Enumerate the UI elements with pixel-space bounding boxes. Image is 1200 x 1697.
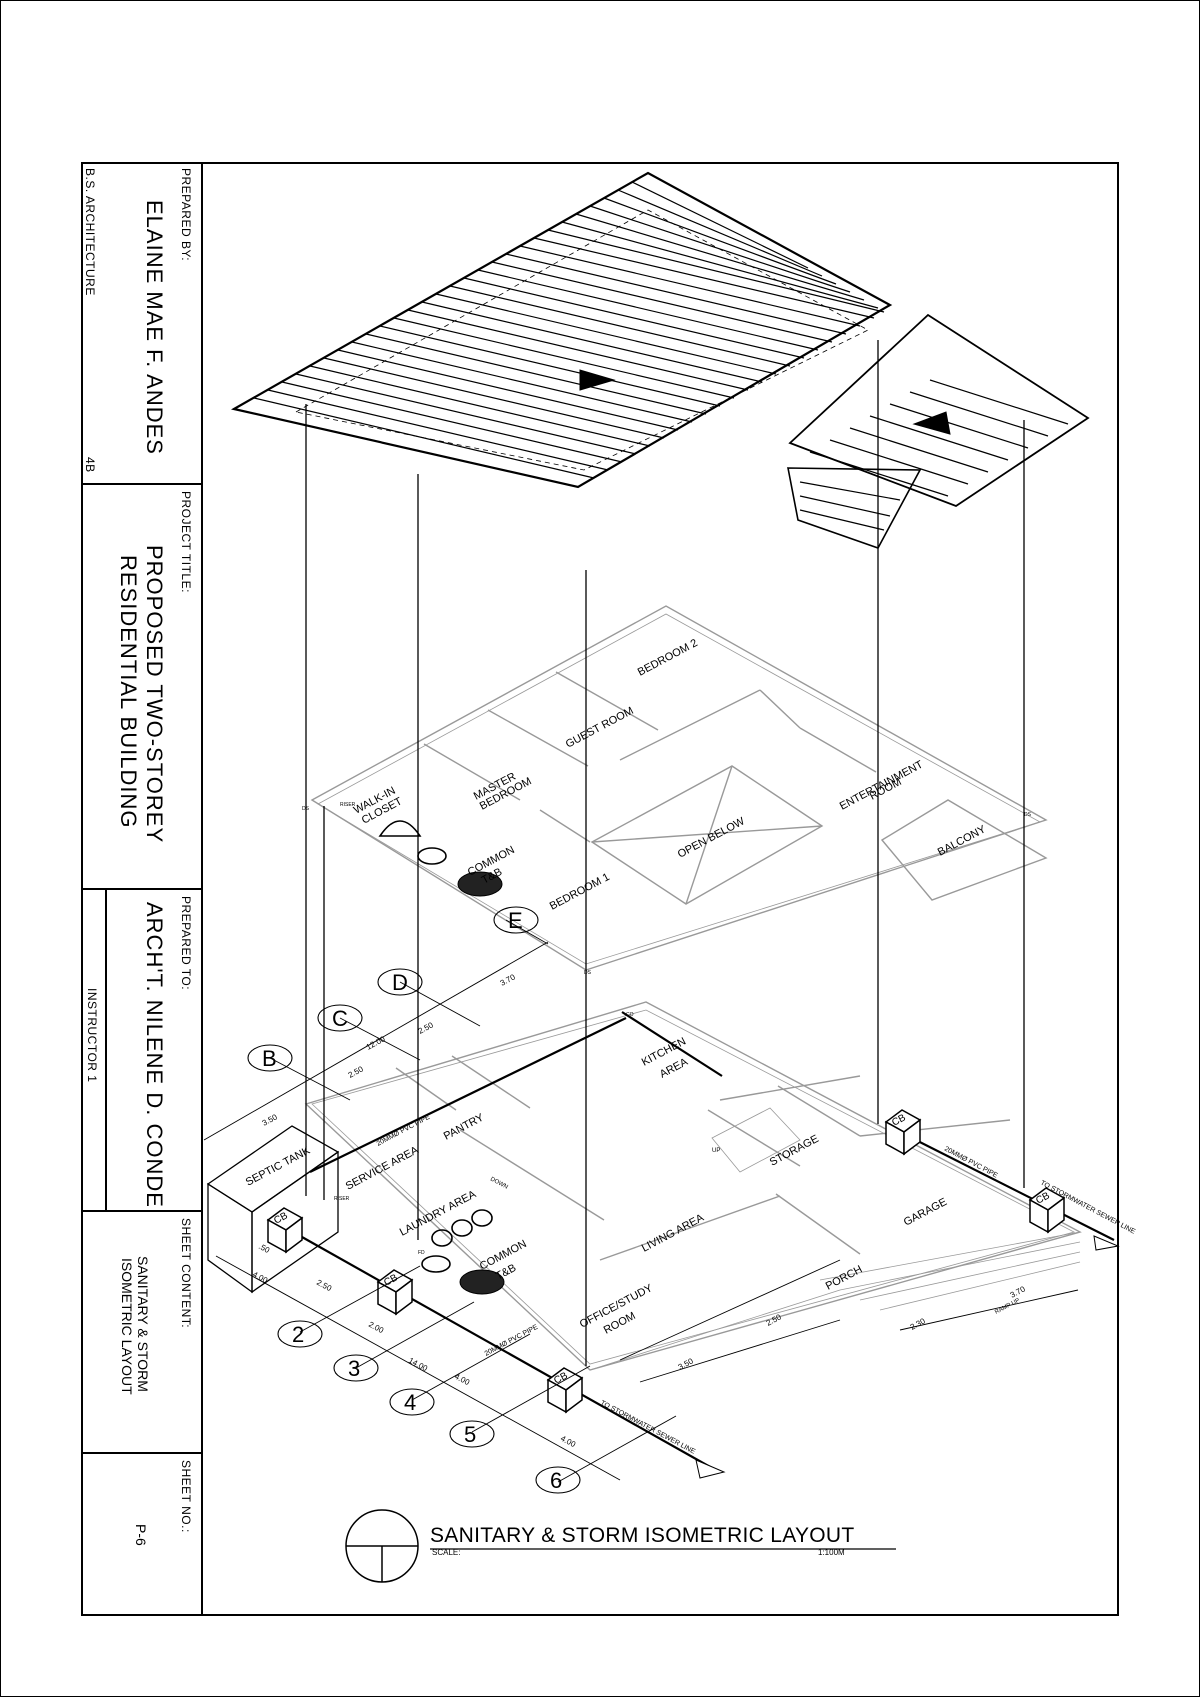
down-label: DOWN [489, 1176, 509, 1190]
roof-plan [230, 171, 1090, 549]
grid-bubbles [247, 906, 581, 1494]
floor-drain-gf [459, 1269, 505, 1295]
room-bedroom2: BEDROOM 2 [636, 637, 700, 679]
room-porch: PORCH [824, 1263, 865, 1292]
tag-riser-2: RISER [334, 1196, 350, 1202]
room-guest: GUEST ROOM [564, 705, 636, 751]
title-block: PREPARED BY: ELAINE MAE F. ANDES B.S. AR… [81, 162, 203, 1616]
tag-ds-1: DS [302, 806, 310, 812]
tag-co: CO [626, 1012, 634, 1018]
catch-basin-1 [266, 1207, 304, 1254]
room-pantry: PANTRY [442, 1111, 487, 1142]
pipe-label-1: 20MMØ PVC PIPE [376, 1114, 432, 1148]
dim-13: 3.50 [677, 1356, 695, 1372]
drawing-title: SANITARY & STORM ISOMETRIC LAYOUT [430, 1524, 855, 1547]
grid-label-2: 2 [292, 1322, 304, 1347]
grid-lines [203, 919, 1079, 1483]
septic-tank [206, 1125, 340, 1294]
laundry-fixtures [431, 1209, 493, 1247]
dim-3: 2.50 [347, 1064, 365, 1080]
grid-label-3: 3 [348, 1356, 360, 1381]
storm-sewer-label-1: TO STORMWATER SEWER LINE [599, 1400, 696, 1456]
grid-label-5: 5 [464, 1422, 476, 1447]
dim-10: 14.00 [407, 1356, 429, 1374]
room-service: SERVICE AREA [344, 1144, 421, 1193]
sewer-lines [285, 1011, 1115, 1469]
tag-fd: FD [418, 1250, 425, 1256]
dim-15: 2.30 [909, 1316, 927, 1332]
north-arrow [345, 1509, 419, 1583]
toilet-fixtures [378, 820, 451, 1273]
dim-5: 3.50 [261, 1112, 279, 1128]
grid-label-b: B [262, 1046, 277, 1071]
pipe-label-2: 20MMØ PVC PIPE [484, 1324, 540, 1358]
vertical-pipes [305, 340, 1025, 1366]
roof-slope-arrow [579, 369, 616, 391]
catch-basin-5 [1028, 1187, 1066, 1234]
dim-11: 4.00 [453, 1372, 471, 1388]
tag-riser-1: RISER [340, 802, 356, 808]
septic-tank-label: SEPTIC TANK [244, 1144, 313, 1188]
room-open-below: OPEN BELOW [676, 815, 747, 861]
roof-slope-arrow-2 [912, 411, 951, 435]
up-label: UP [712, 1148, 720, 1154]
room-bedroom1: BEDROOM 1 [548, 871, 612, 913]
ramp-up-label: RAMP UP [994, 1298, 1021, 1316]
dim-6: .50 [257, 1242, 272, 1255]
grid-label-6: 6 [550, 1468, 562, 1493]
sheet-content-cell: SHEET CONTENT: SANITARY & STORM ISOMETRI… [81, 1212, 201, 1454]
prepared-to-cell: PREPARED TO: ARCH'T. NILENE D. CONDE INS… [81, 890, 201, 1212]
grid-label-d: D [392, 970, 408, 995]
dim-7: 4.00 [251, 1270, 269, 1286]
sewer-arrow-1 [695, 1459, 726, 1479]
tag-ds-2: DS [1024, 812, 1032, 818]
tag-ds-3: DS [584, 970, 592, 976]
scale-label: SCALE: [432, 1548, 461, 1557]
room-living: LIVING AREA [640, 1212, 707, 1255]
dim-2: 2.50 [417, 1020, 435, 1036]
dim-8: 2.50 [315, 1278, 333, 1294]
grid-label-c: C [332, 1006, 348, 1031]
dim-14: 2.50 [765, 1312, 783, 1328]
room-garage: GARAGE [902, 1196, 949, 1229]
sewer-arrow-2 [1093, 1235, 1120, 1251]
dim-1: 3.70 [499, 972, 517, 988]
catch-basin-4 [884, 1109, 922, 1156]
dim-12: 4.00 [559, 1434, 577, 1450]
second-floor-plan [310, 605, 1048, 971]
grid-label-e: E [508, 908, 523, 933]
project-title-cell: PROJECT TITLE: PROPOSED TWO-STOREY RESID… [81, 485, 201, 890]
scale-value: 1:100M [818, 1548, 845, 1557]
grid-label-4: 4 [404, 1390, 416, 1415]
roof-hatch-lines [253, 181, 1069, 531]
dim-9: 2.00 [367, 1320, 385, 1336]
prepared-by-cell: PREPARED BY: ELAINE MAE F. ANDES B.S. AR… [81, 162, 201, 485]
floor-drain-2f [457, 871, 503, 897]
